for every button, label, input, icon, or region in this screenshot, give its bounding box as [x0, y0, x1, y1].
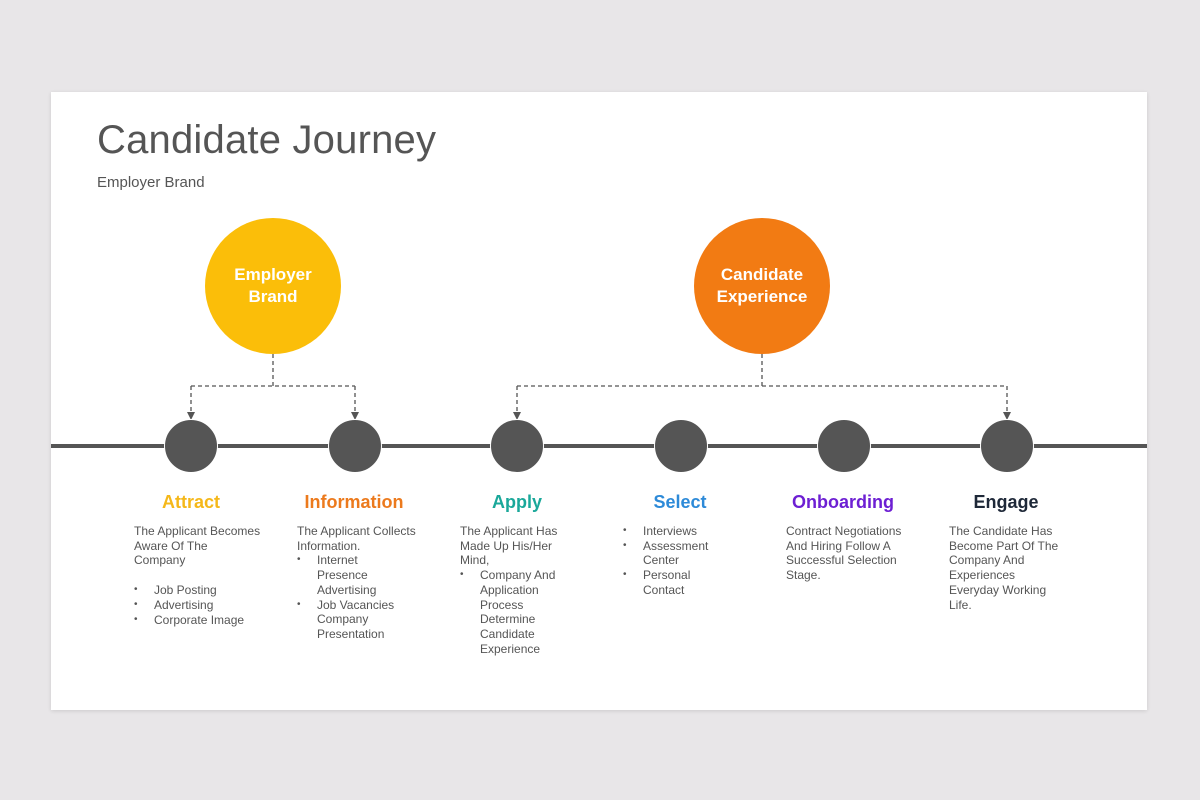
- list-item: Company And Application Process Determin…: [460, 568, 565, 656]
- stage-title-information: Information: [304, 492, 404, 512]
- employer-brand-circle: Employer Brand: [205, 218, 341, 354]
- list-item: Internet Presence Advertising: [297, 553, 392, 597]
- list-item: Assessment Center: [623, 539, 715, 568]
- stage-intro: The Candidate Has Become Part Of The Com…: [949, 524, 1059, 612]
- stage-title-onboarding: Onboarding: [792, 492, 894, 512]
- stage-bullets: Job Posting Advertising Corporate Image: [134, 583, 262, 627]
- node-attract: [164, 419, 218, 473]
- slide: Candidate Journey Employer Brand Employe…: [51, 92, 1147, 710]
- stage-bullets: Internet Presence Advertising Job Vacanc…: [297, 553, 425, 641]
- list-item: Corporate Image: [134, 613, 262, 628]
- stage-title-apply: Apply: [491, 492, 542, 512]
- timeline-line: [51, 444, 1147, 448]
- stage-bullets: Interviews Assessment Center Personal Co…: [623, 524, 751, 598]
- connector-lines: [187, 354, 1011, 420]
- stage-intro: The Applicant Has Made Up His/Her Mind,: [460, 524, 558, 568]
- page-subtitle: Employer Brand: [97, 174, 205, 191]
- stage-intro: The Applicant Becomes Aware Of The Compa…: [134, 524, 261, 568]
- stage-desc-attract: The Applicant Becomes Aware Of The Compa…: [134, 524, 262, 627]
- node-engage: [980, 419, 1034, 473]
- stage-title-engage: Engage: [973, 492, 1039, 512]
- stage-intro: The Applicant Collects Information.: [297, 524, 416, 553]
- stage-title-attract: Attract: [161, 492, 220, 512]
- candidate-experience-circle: Candidate Experience: [694, 218, 830, 354]
- stage-desc-engage: The Candidate Has Become Part Of The Com…: [949, 524, 1077, 612]
- stage-desc-onboarding: Contract Negotiations And Hiring Follow …: [786, 524, 914, 583]
- stage-desc-apply: The Applicant Has Made Up His/Her Mind, …: [460, 524, 588, 656]
- stage-intro: Contract Negotiations And Hiring Follow …: [786, 524, 902, 583]
- node-information: [328, 419, 382, 473]
- list-item: Job Vacancies Company Presentation: [297, 598, 407, 642]
- stage-title-select: Select: [653, 492, 707, 512]
- node-select: [654, 419, 708, 473]
- list-item: Advertising: [134, 598, 262, 613]
- list-item: Interviews: [623, 524, 751, 539]
- page-title: Candidate Journey: [97, 118, 437, 162]
- list-item: Job Posting: [134, 583, 262, 598]
- node-apply: [490, 419, 544, 473]
- stage-desc-information: The Applicant Collects Information. Inte…: [297, 524, 425, 642]
- stage-bullets: Company And Application Process Determin…: [460, 568, 588, 656]
- list-item: Personal Contact: [623, 568, 703, 597]
- stage-desc-select: Interviews Assessment Center Personal Co…: [623, 524, 751, 598]
- node-onboarding: [817, 419, 871, 473]
- employer-brand-label: Employer Brand: [234, 265, 312, 306]
- candidate-experience-label: Candidate Experience: [716, 265, 808, 306]
